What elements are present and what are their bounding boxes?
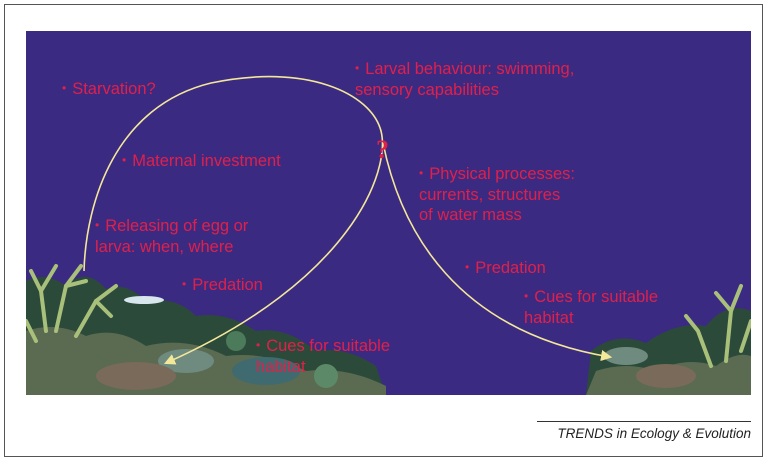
bullet: • bbox=[62, 81, 67, 95]
label-cues-right: •Cues for suitable habitat bbox=[524, 288, 659, 327]
label-cues-left: •Cues for suitable habitat bbox=[256, 337, 391, 376]
label-larval-behaviour: •Larval behaviour: swimming, sensory cap… bbox=[355, 60, 575, 99]
ocean-scene: ? •Starvation? •Larval behaviour: swimmi… bbox=[26, 31, 751, 395]
label-releasing: •Releasing of egg or larva: when, where bbox=[95, 217, 249, 256]
bullet: • bbox=[465, 260, 470, 274]
bullet: • bbox=[355, 61, 360, 75]
bullet: • bbox=[122, 153, 127, 167]
bullet: • bbox=[256, 338, 261, 352]
label-maternal-investment: •Maternal investment bbox=[122, 152, 281, 170]
dispersal-right-arrow bbox=[382, 142, 613, 362]
bullet: • bbox=[182, 277, 187, 291]
left-reef bbox=[26, 264, 386, 395]
scene-drawing bbox=[26, 75, 751, 395]
dispersal-loop-arrow bbox=[83, 75, 384, 365]
credit-divider bbox=[537, 421, 751, 422]
question-mark: ? bbox=[376, 135, 389, 164]
label-physical-processes: •Physical processes: currents, structure… bbox=[419, 165, 576, 224]
bullet: • bbox=[524, 289, 529, 303]
label-predation-left: •Predation bbox=[182, 276, 263, 294]
right-reef bbox=[586, 284, 751, 395]
label-starvation: •Starvation? bbox=[62, 80, 156, 98]
bullet: • bbox=[95, 218, 100, 232]
bullet: • bbox=[419, 166, 424, 180]
journal-credit: TRENDS in Ecology & Evolution bbox=[557, 426, 751, 441]
label-predation-right: •Predation bbox=[465, 259, 546, 277]
